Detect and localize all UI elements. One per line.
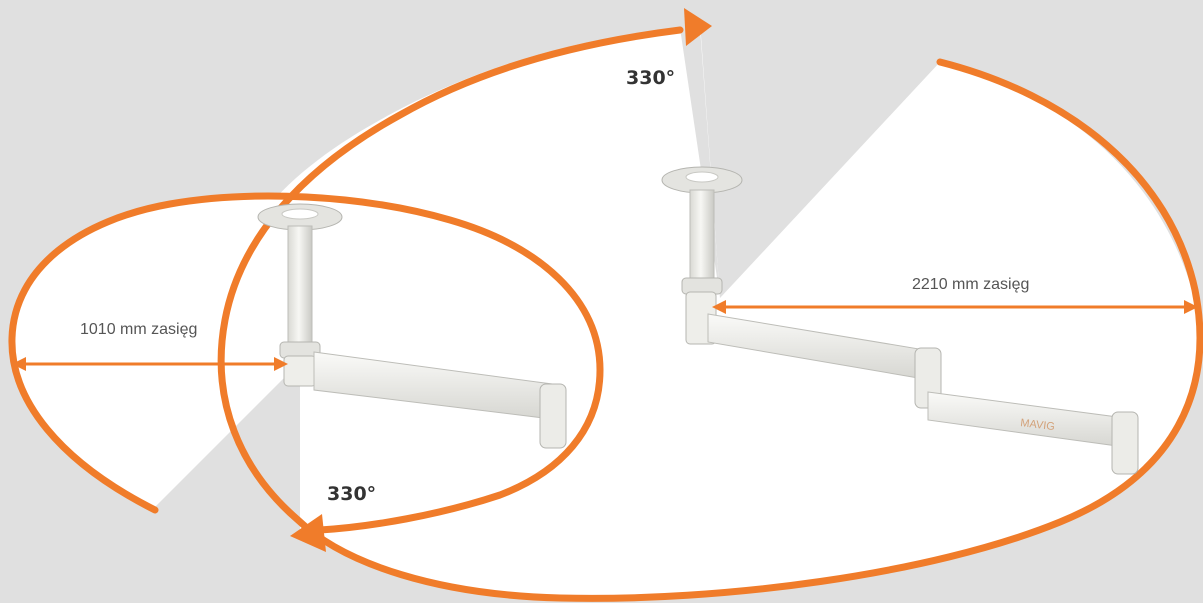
small-rotation-arc	[8, 192, 604, 534]
large-reach-label: 2210 mm zasięg	[912, 276, 1029, 293]
small-reach-label: 1010 mm zasięg	[80, 321, 197, 338]
large-reach-arrow	[712, 300, 1198, 314]
brand-label: MAVIG	[1020, 417, 1056, 433]
arrow-right-icon	[684, 8, 712, 46]
large-rotation-label: 330°	[626, 67, 675, 89]
large-rotation-arc	[217, 26, 1203, 602]
large-excluded-wedge	[700, 0, 1203, 298]
small-ceiling-arm	[257, 203, 567, 449]
small-excluded-wedge	[150, 362, 300, 600]
large-ceiling-arm	[661, 166, 1139, 475]
small-rotation-label: 330°	[327, 483, 376, 505]
small-reach-arrow	[12, 357, 288, 371]
arrow-left-icon	[290, 514, 326, 552]
